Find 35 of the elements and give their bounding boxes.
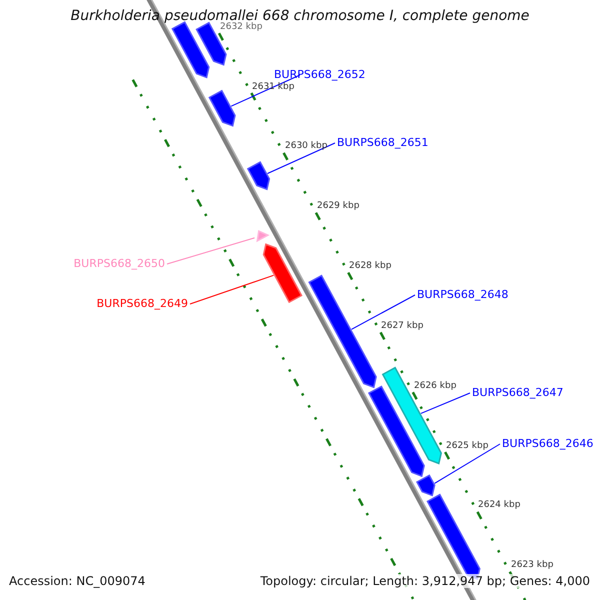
leader-line — [420, 392, 470, 414]
leader-line — [351, 294, 416, 330]
gene-label: BURPS668_2651 — [337, 136, 428, 149]
gene-label: BURPS668_2646 — [502, 437, 594, 450]
leader-line — [166, 237, 256, 264]
footer-text: Accession: NC_009074 — [9, 574, 146, 588]
leader-line — [434, 444, 500, 484]
gene-feature — [416, 474, 436, 496]
scale-label: 2628 kbp — [349, 261, 392, 271]
leader-line — [267, 142, 336, 174]
gene-feature — [262, 243, 303, 304]
gene-feature — [171, 21, 210, 78]
leader-line — [230, 74, 300, 107]
gene-label: BURPS668_2649 — [96, 297, 188, 310]
leader-line — [190, 274, 274, 304]
scale-label: 2632 kbp — [220, 22, 262, 32]
gene-feature — [382, 366, 442, 464]
scale-label: 2629 kbp — [317, 201, 360, 211]
gene-label: BURPS668_2648 — [417, 288, 508, 301]
scale-label: 2625 kbp — [446, 441, 488, 451]
gene-label: BURPS668_2647 — [472, 386, 564, 399]
gene-feature — [308, 274, 377, 388]
scale-label: 2623 kbp — [511, 560, 554, 570]
scale-label: 2627 kbp — [381, 321, 424, 331]
gene-feature — [246, 161, 270, 190]
gene-label: BURPS668_2652 — [274, 68, 366, 81]
scale-label: 2626 kbp — [414, 381, 456, 391]
gene-feature — [256, 230, 270, 242]
footer-text: Topology: circular; Length: 3,912,947 bp; Genes: 4,000 — [260, 574, 590, 588]
scale-label: 2624 kbp — [478, 500, 520, 510]
title: Burkholderia pseudomallei 668 chromosome I, complete genome — [70, 8, 530, 24]
scale-label: 2630 kbp — [285, 141, 328, 151]
gene-feature — [208, 90, 236, 127]
gene-label: BURPS668_2650 — [74, 257, 165, 270]
scale-label: 2631 kbp — [252, 82, 294, 92]
